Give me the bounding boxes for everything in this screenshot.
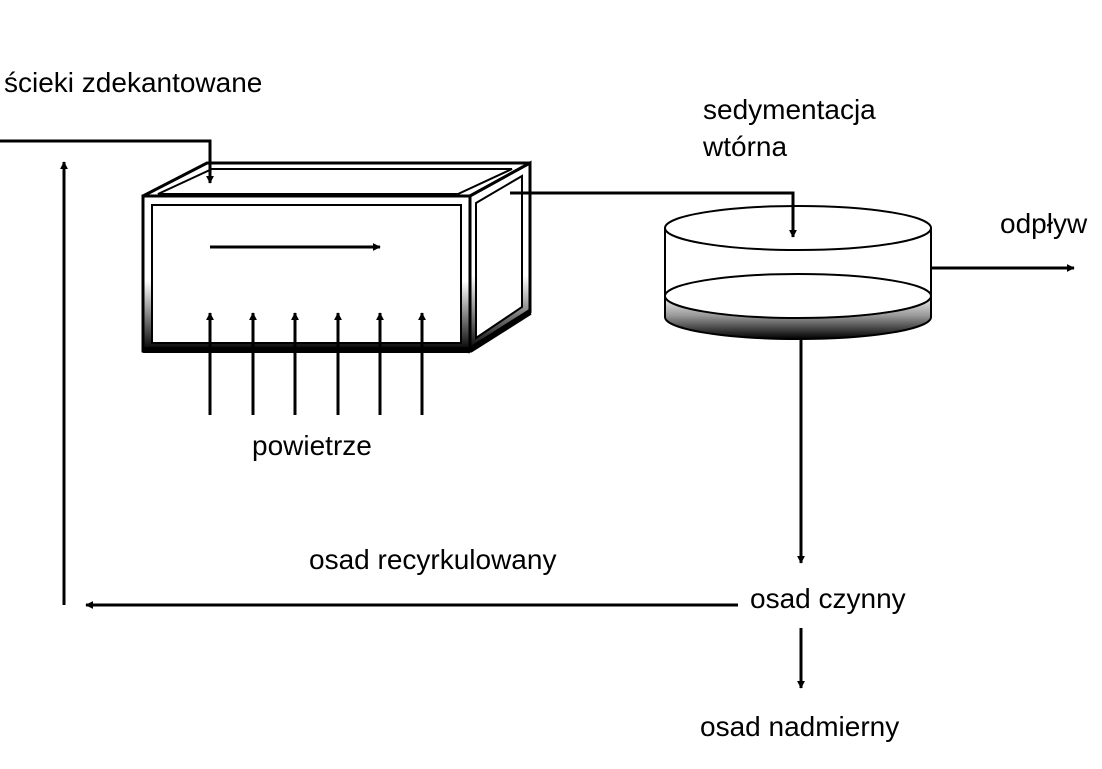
label-excess-sludge: osad nadmierny [700, 711, 899, 742]
aeration-tank-inner [151, 204, 462, 344]
clarifier-bottom-rim [664, 273, 932, 319]
aeration-tank-side-inner [475, 174, 523, 340]
label-activated-sludge: osad czynny [750, 583, 906, 614]
label-air: powietrze [252, 430, 372, 461]
aeration-tank-bottom-side [468, 309, 532, 353]
secondary-clarifier [664, 205, 932, 340]
label-outflow: odpływ [1000, 208, 1088, 239]
label-recycled-sludge: osad recyrkulowany [309, 544, 556, 575]
label-secondary-sedimentation: sedymentacja [703, 94, 876, 125]
inflow-line [0, 139, 214, 184]
aeration-tank-top [142, 161, 531, 198]
clarifier-top-rim [664, 205, 932, 251]
air-arrows [206, 312, 426, 415]
label-secondary-sedimentation-2: wtórna [702, 131, 787, 162]
aeration-tank-rim [157, 168, 513, 195]
label-inflow: ścieki zdekantowane [4, 67, 262, 98]
aeration-tank [141, 160, 532, 354]
